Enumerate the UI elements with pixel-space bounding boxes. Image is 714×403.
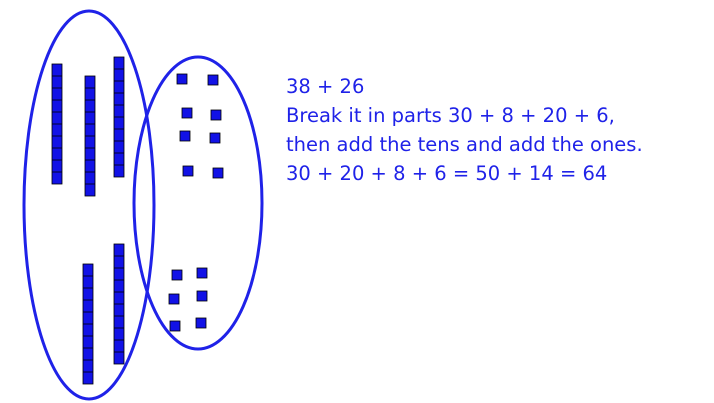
problem-line: 38 + 26 <box>286 72 710 101</box>
ones-cube-38 <box>180 131 190 141</box>
tens-rod-38 <box>85 76 95 196</box>
result-line: 30 + 20 + 8 + 6 = 50 + 14 = 64 <box>286 159 710 188</box>
tens-rod-38 <box>114 57 124 177</box>
explanation-text: 38 + 26 Break it in parts 30 + 8 + 20 + … <box>286 72 710 188</box>
break-apart-line: Break it in parts 30 + 8 + 20 + 6, <box>286 101 710 130</box>
ones-cube-26 <box>197 268 207 278</box>
tens-rod-38 <box>52 64 62 184</box>
tens-rod-26 <box>83 264 93 384</box>
ones-cube-38 <box>213 168 223 178</box>
ones-cube-38 <box>177 74 187 84</box>
ones-cube-26 <box>170 321 180 331</box>
ones-cube-26 <box>196 318 206 328</box>
ones-cube-38 <box>210 133 220 143</box>
ones-cube-38 <box>211 110 221 120</box>
ones-cube-38 <box>208 75 218 85</box>
ones-cube-26 <box>169 294 179 304</box>
tens-rod-26 <box>114 244 124 364</box>
ones-cube-38 <box>183 166 193 176</box>
add-tens-ones-line: then add the tens and add the ones. <box>286 130 710 159</box>
ones-cube-26 <box>197 291 207 301</box>
ones-cube-38 <box>182 108 192 118</box>
ones-cube-26 <box>172 270 182 280</box>
